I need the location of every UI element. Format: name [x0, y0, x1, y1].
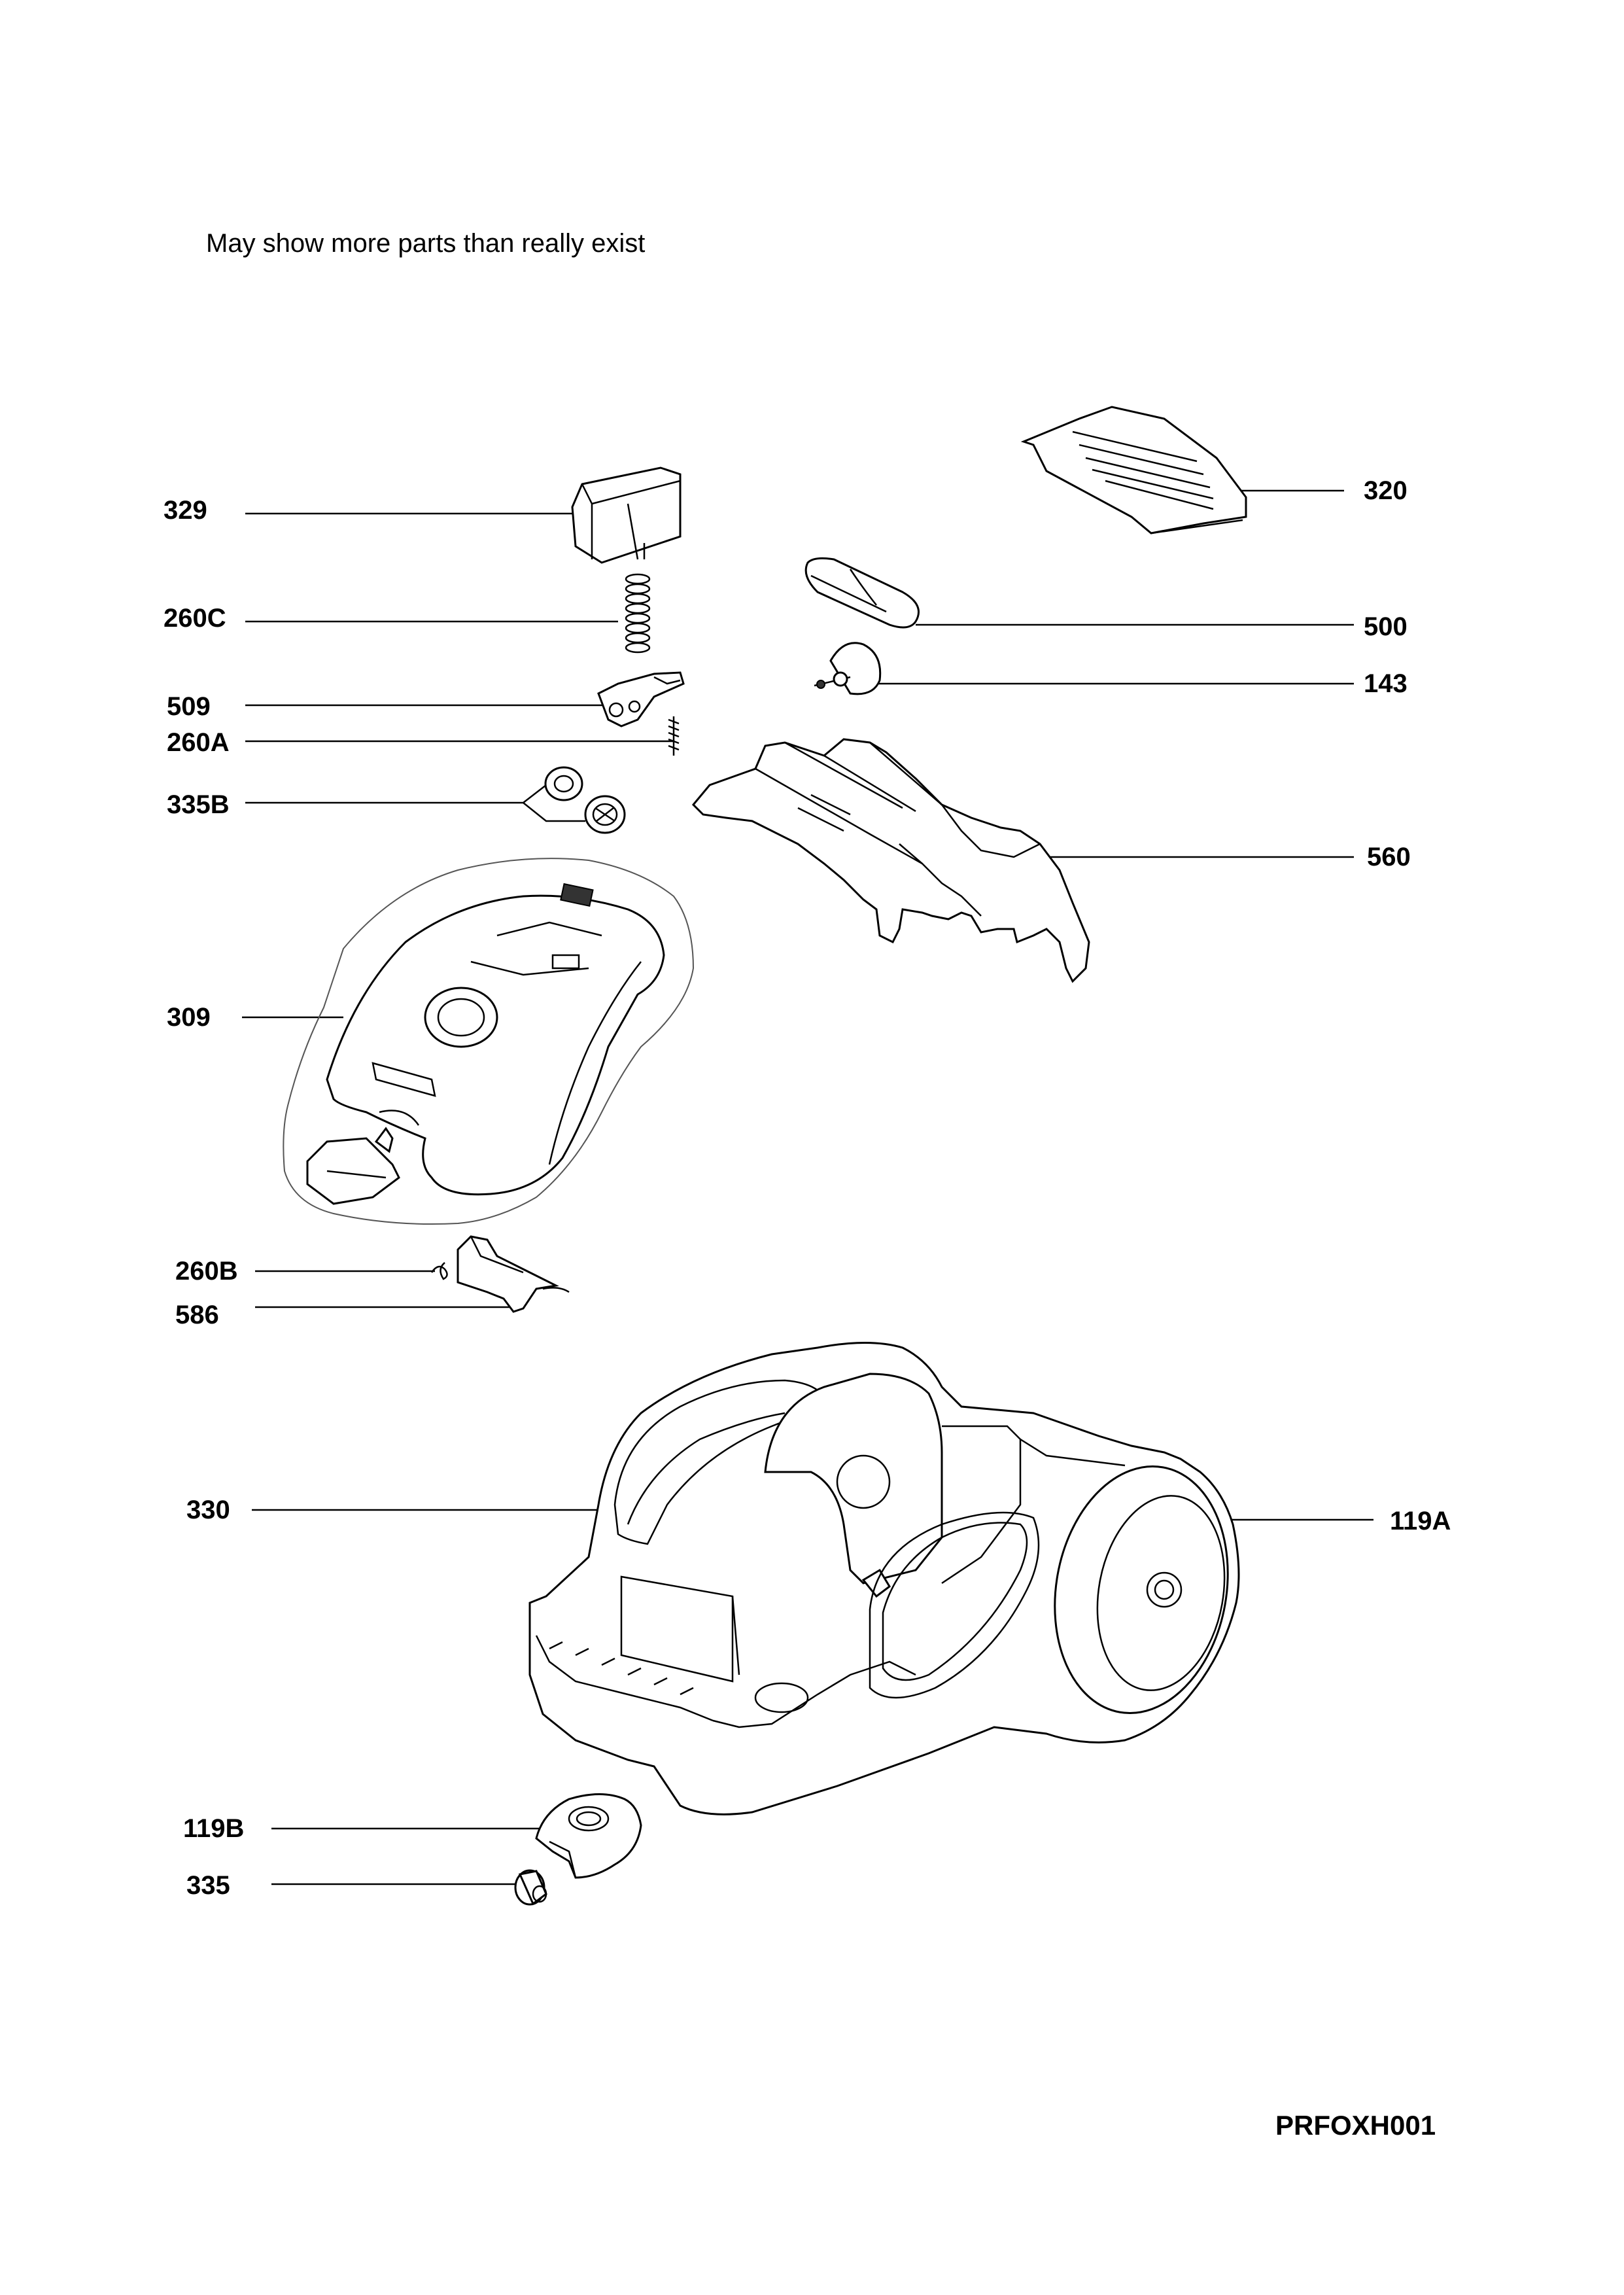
part-143-knob [814, 642, 882, 695]
part-500-slider [804, 557, 920, 629]
callout-260B: 260B [175, 1257, 238, 1286]
callout-119A: 119A [1390, 1507, 1451, 1535]
callout-260A: 260A [167, 728, 230, 757]
part-586-catch [457, 1235, 570, 1313]
part-260C-spring [625, 573, 651, 654]
part-260A-spring [668, 716, 680, 756]
assembly-outline [283, 858, 695, 1225]
part-309-lid [283, 858, 695, 1225]
callout-560: 560 [1367, 843, 1411, 871]
part-119B-carrier [535, 1793, 642, 1879]
part-329-button [571, 466, 682, 564]
callout-335: 335 [186, 1871, 230, 1900]
callout-330: 330 [186, 1496, 230, 1524]
part-330-main-body [528, 1342, 1240, 1815]
leader-335B-branch [523, 802, 585, 822]
part-335-roller [514, 1869, 547, 1906]
callout-586: 586 [175, 1301, 219, 1329]
callout-260C: 260C [164, 604, 226, 633]
callout-320: 320 [1364, 476, 1408, 505]
part-509-latch [597, 671, 685, 727]
part-335B-rollers [544, 766, 626, 834]
callout-119B: 119B [183, 1814, 245, 1843]
callout-309: 309 [167, 1003, 211, 1032]
callout-509: 509 [167, 692, 211, 721]
disclaimer-note: May show more parts than really exist [206, 229, 646, 258]
callout-500: 500 [1364, 612, 1408, 641]
part-560-handle-frame [691, 738, 1090, 983]
leader-lines [242, 489, 1373, 1885]
callout-143: 143 [1364, 669, 1408, 698]
leader-335B [245, 784, 556, 804]
callout-335B: 335B [167, 790, 230, 819]
part-260B-spring [430, 1262, 448, 1280]
part-320-grille [1020, 406, 1247, 534]
callout-329: 329 [164, 496, 207, 525]
drawing-code: PRFOXH001 [1275, 2110, 1436, 2141]
